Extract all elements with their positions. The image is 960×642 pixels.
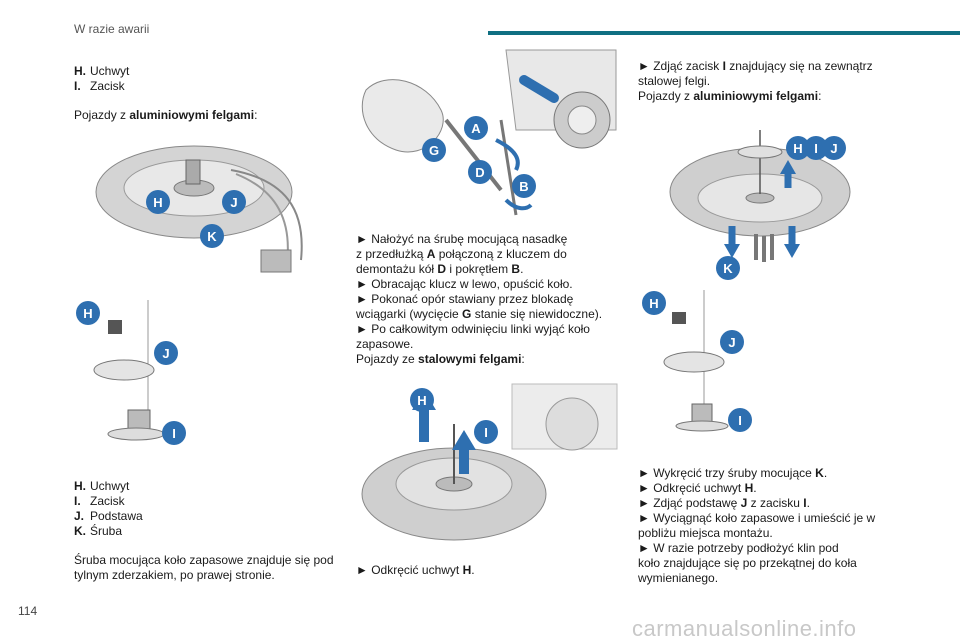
svg-text:K: K	[723, 261, 733, 276]
text-line: ► Zdjąć podstawę J z zacisku I.	[638, 496, 810, 510]
header-accent-bar	[488, 31, 960, 35]
text-line: ► Nałożyć na śrubę mocującą nasadkę	[356, 232, 568, 246]
text-line: pobliżu miejsca montażu.	[638, 526, 773, 540]
svg-text:D: D	[475, 165, 484, 180]
steps-list: ► Wykręcić trzy śruby mocujące K. ► Odkr…	[638, 466, 938, 586]
label-i: I	[728, 408, 752, 432]
page-number: 114	[18, 604, 38, 618]
svg-text:B: B	[519, 179, 528, 194]
text-line: ► Odkręcić uchwyt H.	[638, 481, 757, 495]
list-item: I.Zacisk	[74, 494, 125, 508]
text-line: stalowej felgi.	[638, 74, 711, 88]
label-h: H	[76, 301, 100, 325]
svg-text:A: A	[471, 121, 481, 136]
text-line: ► Odkręcić uchwyt H.	[356, 563, 475, 577]
figure-alu-wheel-bolts: H I J K	[669, 130, 851, 280]
list-item: J.Podstawa	[74, 509, 143, 523]
svg-text:I: I	[172, 426, 176, 441]
text-line: wymienianego.	[638, 571, 719, 585]
list-item: H.Uchwyt	[74, 64, 130, 78]
svg-text:H: H	[793, 141, 802, 156]
label-h: H	[146, 190, 170, 214]
label-j: J	[222, 190, 246, 214]
label-i: I	[162, 421, 186, 445]
label-k: K	[716, 256, 740, 280]
svg-text:H: H	[417, 393, 426, 408]
text-line: ► Pokonać opór stawiany przez blokadę	[356, 292, 574, 306]
text-line: ► W razie potrzeby podłożyć klin pod	[638, 541, 839, 555]
list-item: K.Śruba	[74, 524, 123, 538]
figure-exploded-parts: H J I	[76, 300, 186, 445]
figure-alu-wheel: H J K	[95, 145, 303, 273]
paragraph: Śruba mocująca koło zapasowe znajduje si…	[74, 553, 334, 567]
text-line: z przedłużką A połączoną z kluczem do	[356, 247, 567, 261]
label-b: B	[512, 174, 536, 198]
svg-text:K: K	[207, 229, 217, 244]
label-j: J	[720, 330, 744, 354]
svg-text:H: H	[153, 195, 162, 210]
list-item: H.Uchwyt	[74, 479, 130, 493]
svg-text:I: I	[738, 413, 742, 428]
section-title: W razie awarii	[74, 22, 150, 36]
text-line: ► Zdjąć zacisk I znajdujący się na zewną…	[638, 59, 873, 73]
svg-text:G: G	[429, 143, 439, 158]
figure-steel-wheel: H I	[361, 383, 618, 541]
watermark: carmanualsonline.info	[632, 616, 857, 641]
column-right: ► Zdjąć zacisk I znajdujący się na zewną…	[638, 59, 928, 104]
text-line: ► Wyciągnąć koło zapasowe i umieścić je …	[638, 511, 876, 525]
text-line: koło znajdujące się po przekątnej do koł…	[638, 556, 857, 570]
label-j: J	[822, 136, 846, 160]
label-k: K	[200, 224, 224, 248]
svg-text:H: H	[83, 306, 92, 321]
text-line: demontażu kół D i pokrętłem B.	[356, 262, 524, 276]
label-a: A	[464, 116, 488, 140]
text-line: ► Wykręcić trzy śruby mocujące K.	[638, 466, 828, 480]
text-line: zapasowe.	[356, 337, 414, 351]
figure-winch-tool: A G D B	[361, 49, 617, 216]
svg-text:J: J	[230, 195, 237, 210]
text-line: wciągarki (wycięcie G stanie się niewido…	[356, 307, 603, 321]
list-item: I.Zacisk	[74, 79, 125, 93]
label-i: I	[804, 136, 828, 160]
label-j: J	[154, 341, 178, 365]
text-line: Pojazdy z aluminiowymi felgami:	[638, 89, 822, 103]
svg-text:J: J	[728, 335, 735, 350]
text-line: ► Po całkowitym odwinięciu linki wyjąć k…	[356, 322, 590, 336]
alu-intro: Pojazdy z aluminiowymi felgami:	[74, 108, 258, 122]
text-line: Pojazdy ze stalowymi felgami:	[356, 352, 525, 366]
paragraph: tylnym zderzakiem, po prawej stronie.	[74, 568, 275, 582]
step-unscrew-h: ► Odkręcić uchwyt H.	[356, 563, 621, 578]
label-h: H	[410, 388, 434, 412]
svg-text:J: J	[162, 346, 169, 361]
figure-exploded-parts-right: H J I	[642, 290, 752, 432]
svg-text:J: J	[830, 141, 837, 156]
label-i: I	[474, 420, 498, 444]
column-left: H.Uchwyt I.Zacisk Pojazdy z aluminiowymi…	[74, 64, 344, 123]
svg-text:I: I	[484, 425, 488, 440]
svg-text:H: H	[649, 296, 658, 311]
label-h: H	[642, 291, 666, 315]
label-h: H	[786, 136, 810, 160]
label-g: G	[422, 138, 446, 162]
label-d: D	[468, 160, 492, 184]
text-line: ► Obracając klucz w lewo, opuścić koło.	[356, 277, 573, 291]
legend-list: H.Uchwyt I.Zacisk J.Podstawa K.Śruba Śru…	[74, 479, 354, 583]
svg-text:I: I	[814, 141, 818, 156]
column-middle: ► Nałożyć na śrubę mocującą nasadkę z pr…	[356, 232, 621, 367]
